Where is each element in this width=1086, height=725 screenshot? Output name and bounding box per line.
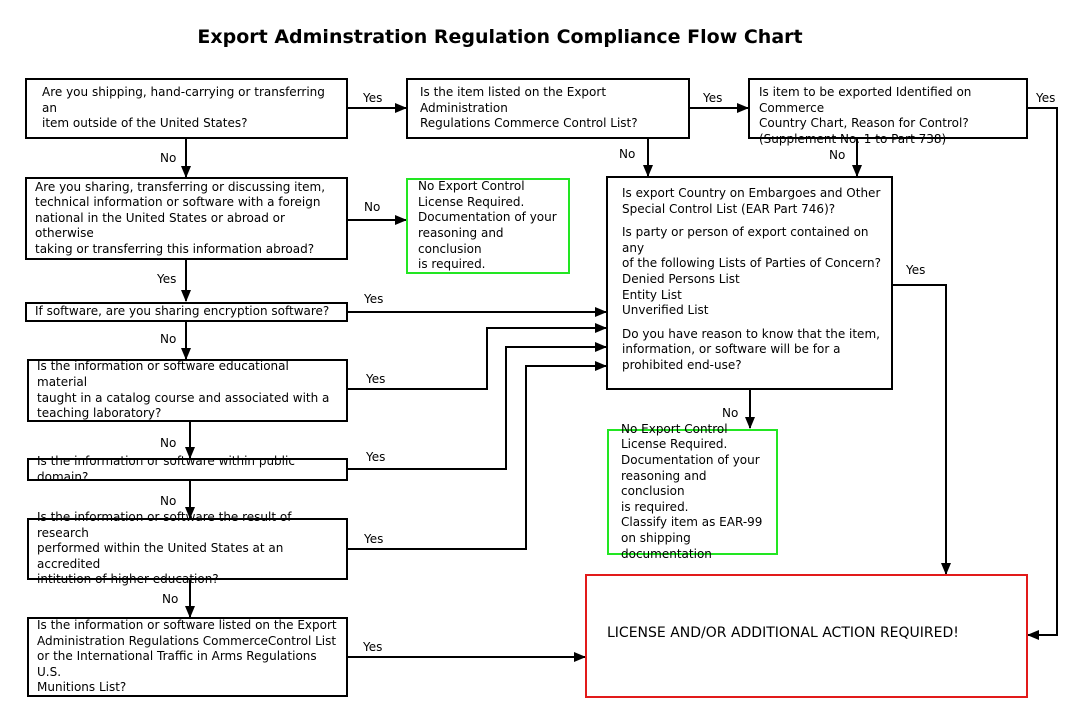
arrow-embargo-yes — [892, 284, 951, 575]
label-sharing-yes: Yes — [157, 272, 177, 286]
q-country-chart-text: Is item to be exported Identified on Com… — [759, 85, 972, 146]
q-itar-box: Is the information or software listed on… — [27, 617, 348, 697]
license-required-box: LICENSE AND/OR ADDITIONAL ACTION REQUIRE… — [585, 574, 1028, 698]
label-research-yes: Yes — [364, 532, 384, 546]
q-shipping-box: Are you shipping, hand-carrying or trans… — [25, 78, 348, 139]
label-ccl-yes: Yes — [703, 91, 723, 105]
q-country-chart-box: Is item to be exported Identified on Com… — [748, 78, 1028, 146]
label-chart-yes: Yes — [1036, 91, 1056, 105]
q-sharing-box: Are you sharing, transferring or discuss… — [25, 177, 348, 260]
label-chart-no: No — [829, 148, 846, 162]
label-encryption-no: No — [160, 332, 177, 346]
q-embargo-parties: Is party or person of export contained o… — [622, 225, 881, 318]
label-shipping-no: No — [160, 151, 177, 165]
no-license-text-1: No Export Control License Required. Docu… — [418, 179, 557, 272]
arrow-public-yes — [347, 342, 607, 470]
q-encryption-text: If software, are you sharing encryption … — [35, 304, 330, 319]
no-license-box-2: No Export Control License Required. Docu… — [607, 422, 778, 561]
page-title: Export Adminstration Regulation Complian… — [197, 26, 803, 48]
label-educational-yes: Yes — [366, 372, 386, 386]
label-embargo-yes: Yes — [906, 263, 926, 277]
label-public-no: No — [160, 494, 177, 508]
label-educational-no: No — [160, 436, 177, 450]
q-educational-box: Is the information or software education… — [27, 359, 348, 422]
label-research-no: No — [162, 592, 179, 606]
q-shipping-text: Are you shipping, hand-carrying or trans… — [42, 85, 325, 131]
q-embargo-end-use: Do you have reason to know that the item… — [622, 326, 880, 372]
q-sharing-text: Are you sharing, transferring or discuss… — [35, 179, 326, 256]
label-public-yes: Yes — [366, 450, 386, 464]
label-itar-yes: Yes — [363, 640, 383, 654]
label-ccl-no: No — [619, 147, 636, 161]
q-public-domain-box: Is the information or software within pu… — [27, 454, 348, 484]
label-sharing-no: No — [364, 200, 381, 214]
no-license-box-1: No Export Control License Required. Docu… — [406, 178, 570, 274]
q-encryption-box: If software, are you sharing encryption … — [25, 302, 348, 322]
q-embargo-box: Is export Country on Embargoes and Other… — [606, 176, 893, 390]
q-ccl-text: Is the item listed on the Export Adminis… — [420, 85, 638, 131]
no-license-text-2: No Export Control License Required. Docu… — [621, 421, 763, 561]
q-research-text: Is the information or software the resul… — [37, 510, 292, 587]
label-encryption-yes: Yes — [364, 292, 384, 306]
q-public-domain-text: Is the information or software within pu… — [37, 453, 295, 484]
label-embargo-no: No — [722, 406, 739, 420]
arrow-research-yes — [347, 361, 607, 550]
q-educational-text: Is the information or software education… — [37, 359, 330, 421]
q-embargo-country: Is export Country on Embargoes and Other… — [622, 186, 881, 216]
arrow-chart-yes — [1027, 107, 1058, 640]
q-research-box: Is the information or software the resul… — [27, 510, 348, 586]
arrow-educational-yes — [347, 323, 607, 390]
label-shipping-yes: Yes — [363, 91, 383, 105]
license-required-text: LICENSE AND/OR ADDITIONAL ACTION REQUIRE… — [607, 625, 959, 641]
q-ccl-box: Is the item listed on the Export Adminis… — [406, 78, 690, 139]
q-itar-text: Is the information or software listed on… — [37, 618, 337, 695]
